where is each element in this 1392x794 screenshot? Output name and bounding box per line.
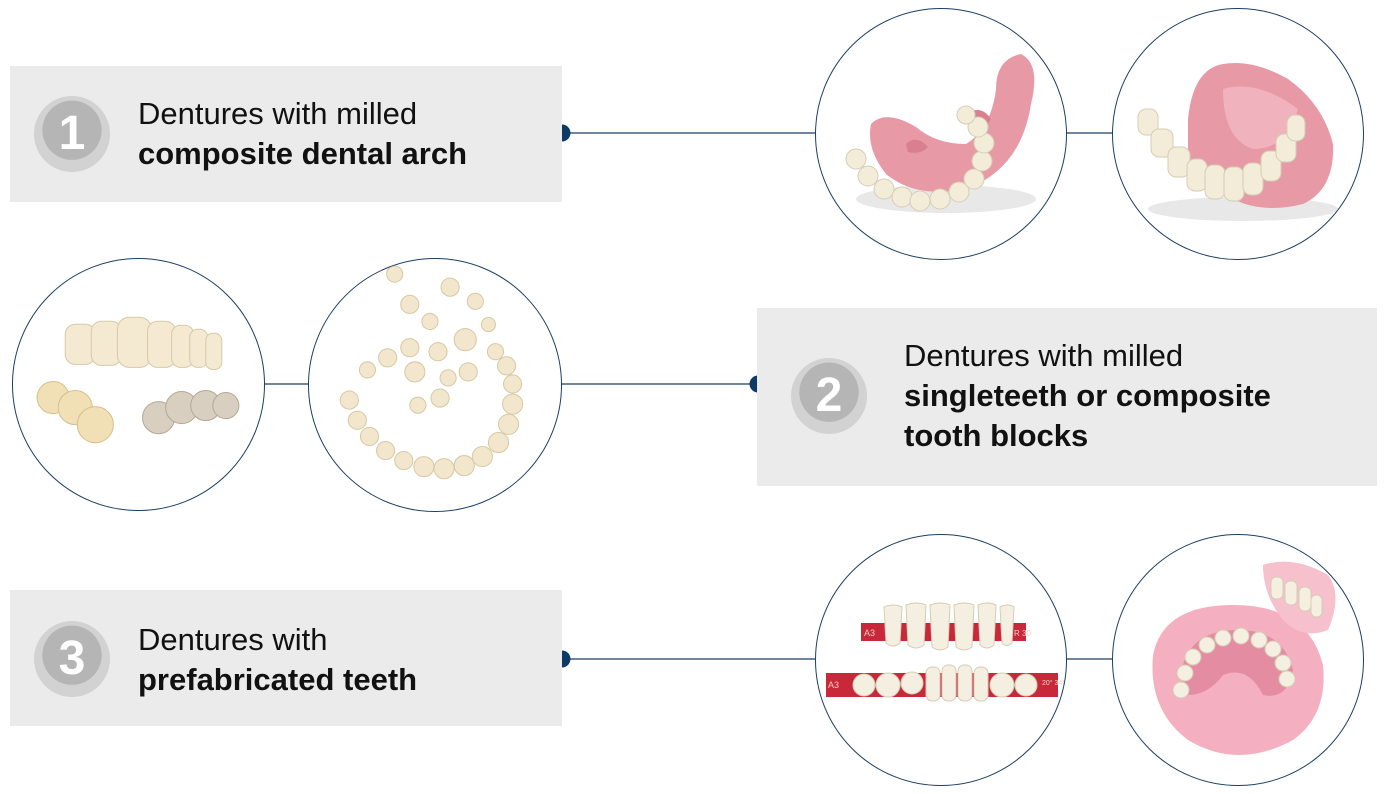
panel-3: 3 Dentures with prefabricated teeth xyxy=(10,590,562,726)
number-badge-3: 3 xyxy=(34,621,110,697)
pink-denture-image xyxy=(1112,534,1364,786)
single-teeth-image xyxy=(308,258,562,512)
svg-text:20° 34U: 20° 34U xyxy=(1042,679,1066,687)
panel-3-label: Dentures with prefabricated teeth xyxy=(138,622,418,697)
svg-text:A3: A3 xyxy=(828,680,839,690)
svg-text:A3: A3 xyxy=(864,628,875,638)
panel-1: 1 Dentures with milled composite dental … xyxy=(10,66,562,202)
panel-1-label: Dentures with milled composite dental ar… xyxy=(138,96,468,171)
svg-text:R 30: R 30 xyxy=(1014,629,1031,638)
bridge-crowns-image xyxy=(12,258,265,511)
number-badge-1: 1 xyxy=(34,96,110,172)
panel-2-label: Dentures with milled singleteeth or comp… xyxy=(904,338,1271,453)
tooth-strips-image: A3 R 30 A3 20° 34U xyxy=(815,534,1067,786)
panel-2: 2 Dentures with milled singleteeth or co… xyxy=(757,308,1377,486)
denture-arch-image xyxy=(815,8,1067,260)
upper-denture-image xyxy=(1112,8,1364,260)
number-badge-2: 2 xyxy=(791,358,867,434)
